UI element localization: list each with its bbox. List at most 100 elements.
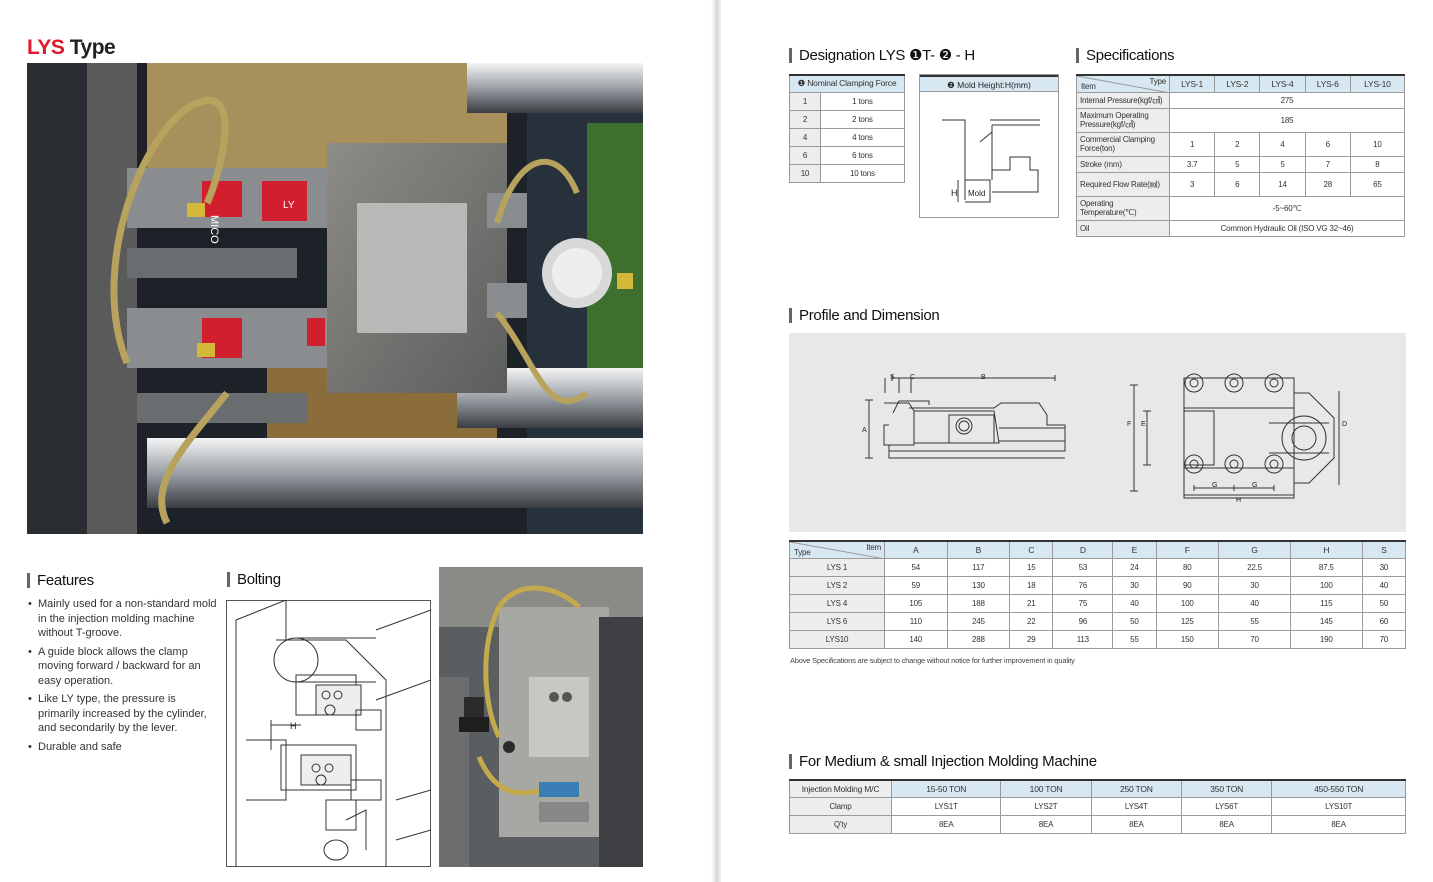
- force-code: 1: [789, 91, 821, 111]
- dim-cell: 125: [1155, 611, 1220, 631]
- machine-col-header: 250 TON: [1090, 779, 1183, 798]
- spec-cell: 6: [1214, 171, 1261, 197]
- force-table-header: ❶ Nominal Clamping Force: [789, 74, 905, 93]
- dim-label-h: H: [1236, 497, 1241, 504]
- dim-cell: 245: [946, 611, 1011, 631]
- dim-cell: 24: [1112, 557, 1157, 577]
- dim-cell: 288: [946, 629, 1011, 649]
- machine-header-label: Injection Molding M/C: [789, 779, 892, 798]
- dim-cell: 40: [1112, 593, 1157, 613]
- qty-cell: 8EA: [1090, 814, 1183, 834]
- spec-row-label: Stroke (mm): [1076, 155, 1170, 173]
- dim-cell: 40: [1361, 575, 1407, 595]
- dimension-table: Item Type A B C D E F G H S LYS 1 54 117…: [789, 540, 1407, 649]
- spec-cell: 3.7: [1168, 155, 1216, 173]
- dim-cell: 30: [1218, 575, 1291, 595]
- dim-cell: 150: [1155, 629, 1220, 649]
- dim-row-type: LYS 4: [789, 593, 885, 613]
- mico-label: MICO: [208, 215, 220, 244]
- qty-cell: 8EA: [1000, 814, 1092, 834]
- spec-cell: 65: [1349, 171, 1406, 197]
- spec-cell: 8: [1349, 155, 1406, 173]
- qty-cell: 8EA: [1271, 814, 1406, 834]
- dim-cell: 59: [884, 575, 948, 595]
- spec-span-value: Common Hydraulic Oil (ISO VG 32~46): [1169, 219, 1405, 237]
- machine-table: Injection Molding M/C 15-50 TON 100 TON …: [789, 779, 1406, 834]
- dim-cell: 80: [1155, 557, 1220, 577]
- features-list: Mainly used for a non-standard mold in t…: [27, 597, 217, 758]
- force-value: 2 tons: [819, 109, 906, 129]
- dim-cell: 18: [1009, 575, 1054, 595]
- dim-cell: 115: [1289, 593, 1363, 613]
- dim-col-header: A: [884, 540, 948, 559]
- dim-label-b: B: [981, 374, 986, 381]
- spec-change-note: Above Specifications are subject to chan…: [790, 656, 1075, 665]
- dim-col-header: B: [946, 540, 1011, 559]
- spec-col-header: LYS-6: [1304, 74, 1351, 93]
- profile-heading: Profile and Dimension: [789, 308, 940, 323]
- dim-corner-item: Item: [866, 543, 881, 552]
- dim-cell: 30: [1361, 557, 1407, 577]
- bolting-h-label: H: [290, 721, 297, 731]
- dim-corner-cell: Item Type: [789, 540, 885, 559]
- dim-cell: 54: [884, 557, 948, 577]
- spec-row-label: Operating Temperature(℃): [1076, 195, 1170, 221]
- dim-cell: 40: [1218, 593, 1291, 613]
- force-code: 6: [789, 145, 821, 165]
- dim-cell: 76: [1052, 575, 1114, 595]
- force-code: 4: [789, 127, 821, 147]
- dim-cell: 21: [1009, 593, 1054, 613]
- dim-cell: 96: [1052, 611, 1114, 631]
- dim-cell: 113: [1052, 629, 1114, 649]
- force-value: 1 tons: [819, 91, 906, 111]
- clamp-cell: LYS10T: [1271, 796, 1406, 816]
- spec-col-header: LYS-2: [1214, 74, 1261, 93]
- dim-label-f: F: [1127, 421, 1131, 428]
- spec-span-value: 185: [1169, 107, 1405, 133]
- specifications-table: Type Item LYS-1 LYS-2 LYS-4 LYS-6 LYS-10…: [1076, 74, 1406, 237]
- dim-corner-type: Type: [794, 547, 811, 557]
- force-value: 4 tons: [819, 127, 906, 147]
- spec-row-label: Required Flow Rate(㏖): [1076, 171, 1170, 197]
- title-rest: Type: [64, 36, 116, 59]
- dim-row-type: LYS 1: [789, 557, 885, 577]
- dim-row-type: LYS10: [789, 629, 885, 649]
- dim-label-d: D: [1342, 421, 1347, 428]
- spec-cell: 2: [1214, 131, 1261, 157]
- dim-cell: 22.5: [1218, 557, 1291, 577]
- mold-label: Mold: [968, 189, 985, 198]
- clamp-cell: LYS6T: [1181, 796, 1273, 816]
- dim-cell: 140: [884, 629, 948, 649]
- bolting-diagram: H: [226, 600, 431, 867]
- feature-item: Like LY type, the pressure is primarily …: [27, 692, 217, 736]
- dim-cell: 100: [1155, 593, 1220, 613]
- spec-col-header: LYS-4: [1259, 74, 1306, 93]
- spec-cell: 7: [1304, 155, 1351, 173]
- mold-height-box: ❷ Mold Height:H(mm) H Mold: [919, 74, 1059, 218]
- dim-col-header: H: [1289, 540, 1363, 559]
- dim-cell: 53: [1052, 557, 1114, 577]
- features-heading: Features: [27, 573, 94, 588]
- spec-row-label: Internal Pressure(kgf/㎠): [1076, 91, 1170, 109]
- machine-col-header: 350 TON: [1181, 779, 1273, 798]
- dim-label-c: C: [910, 374, 915, 381]
- machine-col-header: 15-50 TON: [890, 779, 1002, 798]
- dim-col-header: S: [1361, 540, 1407, 559]
- spec-cell: 1: [1168, 131, 1216, 157]
- force-value: 10 tons: [819, 163, 906, 183]
- spec-cell: 10: [1349, 131, 1406, 157]
- machine-heading: For Medium & small Injection Molding Mac…: [789, 754, 1097, 769]
- spec-cell: 6: [1304, 131, 1351, 157]
- feature-item: Mainly used for a non-standard mold in t…: [27, 597, 217, 641]
- profile-drawing: S C B A F E D G G H: [789, 333, 1406, 532]
- dim-cell: 50: [1112, 611, 1157, 631]
- dim-cell: 110: [884, 611, 948, 631]
- spec-col-header: LYS-1: [1168, 74, 1216, 93]
- spec-span-value: 275: [1169, 91, 1405, 109]
- dim-label-g: G: [1252, 482, 1257, 489]
- clamp-cell: LYS2T: [1000, 796, 1092, 816]
- designation-heading: Designation LYS ❶T- ❷ - H: [789, 48, 975, 63]
- bolting-photo: [439, 567, 643, 867]
- qty-cell: 8EA: [1181, 814, 1273, 834]
